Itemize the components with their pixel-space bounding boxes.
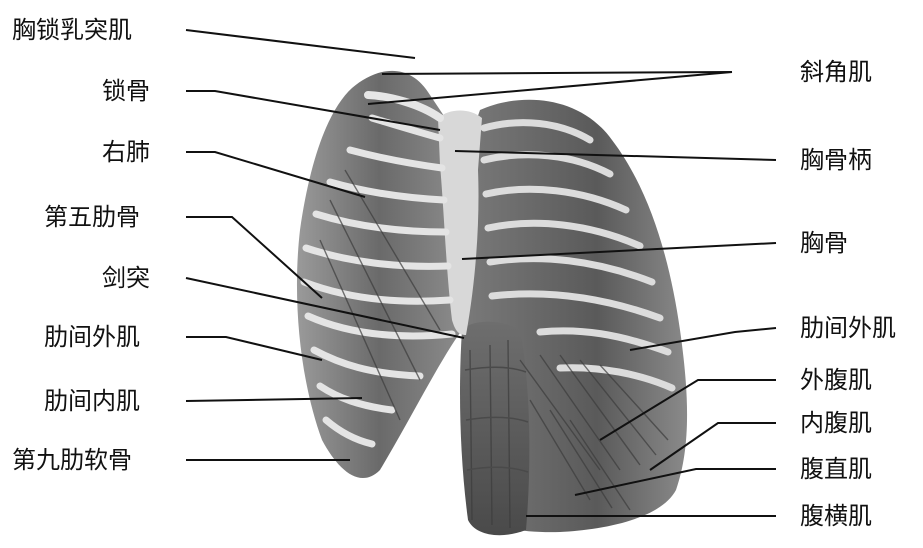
label-right-lung: 右肺 <box>102 138 150 166</box>
label-internal-intercostal: 肋间内肌 <box>44 387 140 415</box>
label-scalene: 斜角肌 <box>800 58 872 86</box>
label-manubrium: 胸骨柄 <box>800 146 872 174</box>
label-sternum: 胸骨 <box>800 229 848 257</box>
label-xiphoid-process: 剑突 <box>102 264 150 292</box>
label-external-oblique: 外腹肌 <box>800 366 872 394</box>
leader-9a <box>382 72 732 74</box>
label-clavicle: 锁骨 <box>102 77 150 105</box>
label-rectus-abdominis: 腹直肌 <box>800 455 872 483</box>
label-external-intercostal-left: 肋间外肌 <box>44 323 140 351</box>
leader-1 <box>186 30 415 58</box>
label-sternocleidomastoid: 胸锁乳突肌 <box>12 16 132 44</box>
label-transversus-abdominis: 腹横肌 <box>800 502 872 530</box>
right-chest-wall <box>297 71 462 478</box>
label-ninth-costal-cartilage: 第九肋软骨 <box>12 446 132 474</box>
label-internal-oblique: 内腹肌 <box>800 409 872 437</box>
label-external-intercostal-right: 肋间外肌 <box>800 314 896 342</box>
label-fifth-rib: 第五肋骨 <box>44 203 140 231</box>
